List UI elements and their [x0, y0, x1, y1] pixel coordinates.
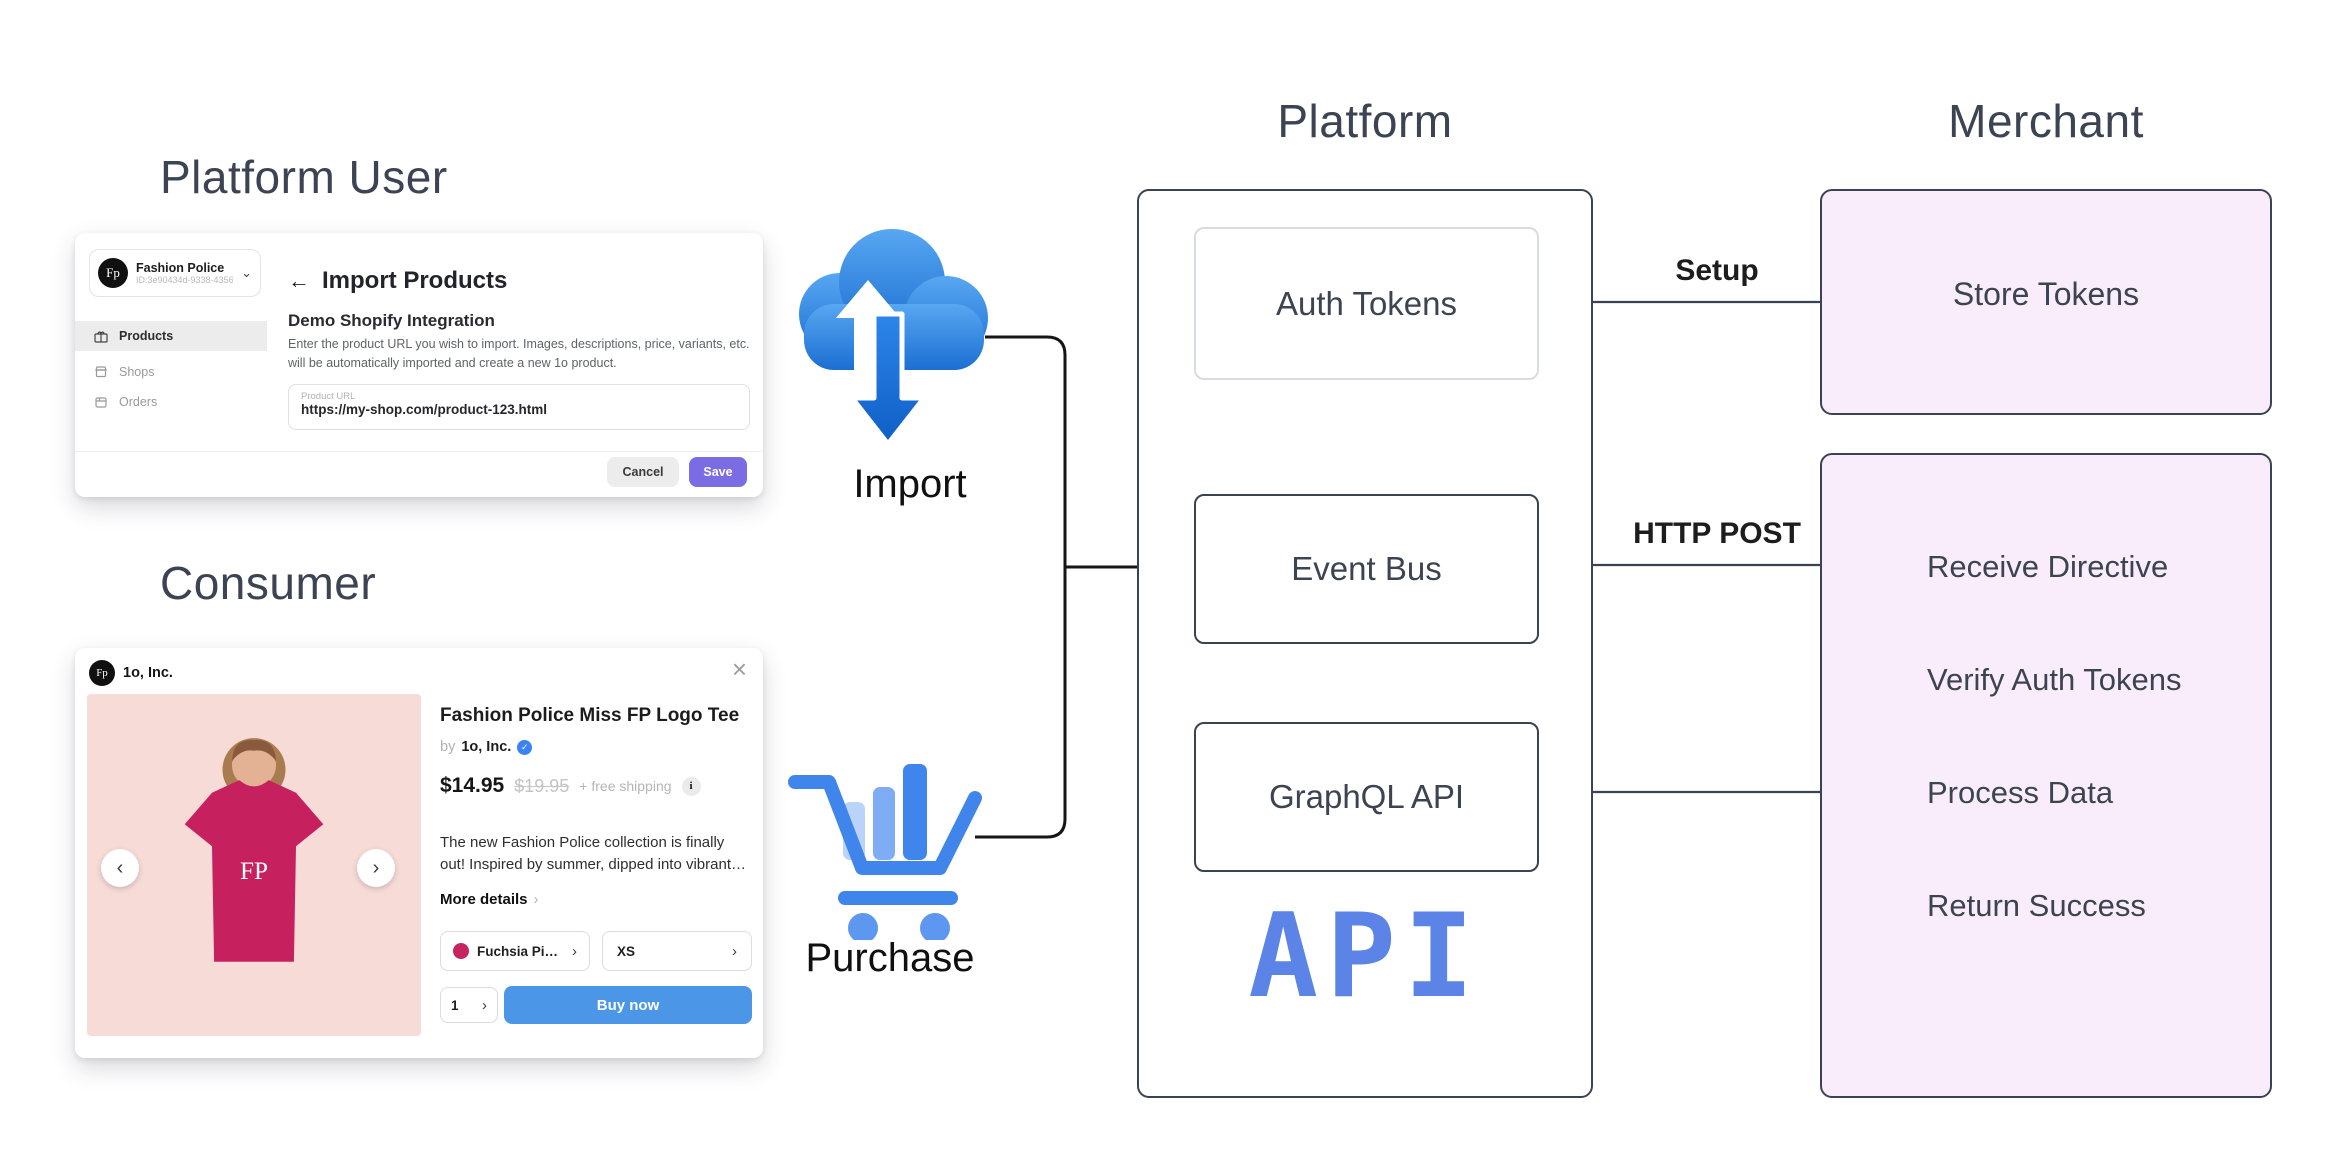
seller-name: 1o, Inc.	[461, 739, 512, 755]
org-logo: Fp	[98, 258, 128, 288]
shipping-note: + free shipping	[579, 778, 672, 794]
graphql-api-label: GraphQL API	[1268, 778, 1465, 815]
footer-divider	[75, 451, 763, 452]
carousel-prev-button[interactable]: ‹	[101, 849, 139, 887]
platform-user-title: Platform User	[160, 151, 448, 203]
org-id: ID:3e90434d-9338-4356	[136, 275, 234, 285]
setup-arrow-label: Setup	[1675, 254, 1759, 287]
event-bus-label: Event Bus	[1291, 550, 1442, 587]
chevron-right-icon: ›	[482, 996, 487, 1014]
consumer-widget-card: Fp 1o, Inc. × FP ‹ › Fashion Police Miss…	[75, 648, 763, 1058]
product-title: Fashion Police Miss FP Logo Tee	[440, 705, 740, 726]
org-logo-monogram: Fp	[106, 265, 120, 280]
size-variant-label: XS	[617, 943, 636, 959]
color-variant-select[interactable]: Fuchsia Pi… ›	[440, 931, 590, 971]
color-variant-label: Fuchsia Pi…	[477, 943, 559, 959]
auth-tokens-label: Auth Tokens	[1275, 284, 1458, 322]
check-icon: ✓	[521, 741, 529, 752]
store-tokens-box: Store Tokens	[1820, 189, 2272, 415]
chevron-right-icon: ›	[533, 891, 539, 908]
brand-name: 1o, Inc.	[123, 665, 173, 681]
product-image: FP ‹ ›	[87, 694, 421, 1036]
price: $14.95	[440, 774, 505, 797]
shop-icon	[95, 366, 107, 378]
verified-badge-icon: ✓	[517, 739, 533, 755]
svg-text:FP: FP	[240, 858, 268, 885]
size-variant-select[interactable]: XS ›	[602, 931, 752, 971]
chevron-right-icon: ›	[732, 942, 737, 960]
merchant-step: Process Data	[1927, 775, 2114, 810]
save-button[interactable]: Save	[689, 457, 747, 487]
event-bus-box: Event Bus	[1194, 494, 1539, 644]
product-url-label: Product URL	[301, 391, 356, 402]
chevron-right-icon: ›	[572, 942, 577, 960]
merchant-process-box: Receive Directive Verify Auth Tokens Pro…	[1820, 453, 2272, 1098]
import-description: Enter the product URL you wish to import…	[288, 337, 750, 370]
org-switcher[interactable]: Fp Fashion Police ID:3e90434d-9338-4356 …	[89, 249, 261, 297]
product-url-field[interactable]: Product URL https://my-shop.com/product-…	[288, 384, 750, 430]
consumer-title: Consumer	[160, 557, 377, 609]
store-tokens-label: Store Tokens	[1952, 276, 2140, 312]
sidebar-item-products[interactable]: Products	[75, 321, 267, 351]
platform-title: Platform	[1277, 95, 1453, 147]
org-name: Fashion Police	[136, 261, 225, 275]
sidebar-item-label: Orders	[119, 395, 158, 409]
sidebar-item-label: Products	[119, 329, 174, 343]
orders-icon	[95, 397, 107, 408]
auth-tokens-box: Auth Tokens	[1194, 227, 1539, 380]
merchant-title: Merchant	[1948, 95, 2144, 147]
by-label: by	[440, 739, 456, 755]
product-description: The new Fashion Police collection is fin…	[440, 834, 746, 873]
product-photo-illustration: FP	[184, 738, 324, 962]
info-icon[interactable]: i	[681, 776, 701, 796]
color-swatch	[453, 943, 469, 959]
purchase-label: Purchase	[805, 936, 975, 980]
org-meta: Fashion Police ID:3e90434d-9338-4356	[136, 261, 233, 285]
carousel-left-icon: ‹	[116, 856, 124, 879]
buy-now-button[interactable]: Buy now	[504, 986, 752, 1024]
merchant-step: Verify Auth Tokens	[1927, 662, 2182, 697]
merchant-step: Receive Directive	[1927, 549, 2169, 584]
admin-app-card: Fp Fashion Police ID:3e90434d-9338-4356 …	[75, 233, 763, 497]
back-icon[interactable]: ←	[288, 268, 310, 293]
info-glyph: i	[689, 780, 693, 792]
import-cloud-icon	[799, 229, 988, 447]
section-title: Demo Shopify Integration	[288, 311, 495, 330]
merchant-step: Return Success	[1927, 888, 2146, 923]
more-details-link[interactable]: More details ›	[440, 891, 539, 908]
import-label: Import	[853, 462, 967, 506]
product-url-value: https://my-shop.com/product-123.html	[301, 402, 548, 417]
page-title: Import Products	[322, 267, 508, 294]
purchase-cart-icon	[788, 764, 982, 940]
quantity-stepper[interactable]: 1 ›	[440, 987, 498, 1023]
carousel-right-icon: ›	[372, 856, 380, 879]
platform-container: Auth Tokens Event Bus GraphQL API API	[1137, 189, 1593, 1098]
http-post-arrow-label: HTTP POST	[1633, 517, 1801, 550]
cancel-button[interactable]: Cancel	[607, 457, 679, 487]
sidebar-item-label: Shops	[119, 365, 155, 379]
close-icon[interactable]: ×	[731, 654, 747, 684]
brand-logo: Fp	[89, 660, 115, 686]
api-logo: API	[1248, 889, 1482, 1024]
sidebar-item-orders[interactable]: Orders	[75, 387, 267, 417]
more-details-label: More details	[440, 891, 528, 908]
graphql-api-box: GraphQL API	[1194, 722, 1539, 872]
quantity-value: 1	[451, 997, 459, 1013]
chevron-down-icon: ⌄	[241, 265, 252, 280]
sidebar-item-shops[interactable]: Shops	[75, 357, 267, 387]
carousel-next-button[interactable]: ›	[357, 849, 395, 887]
brand-logo-monogram: Fp	[96, 667, 108, 679]
products-icon	[94, 331, 108, 343]
compare-price: $19.95	[514, 775, 570, 796]
admin-footer: Cancel Save	[288, 457, 747, 487]
